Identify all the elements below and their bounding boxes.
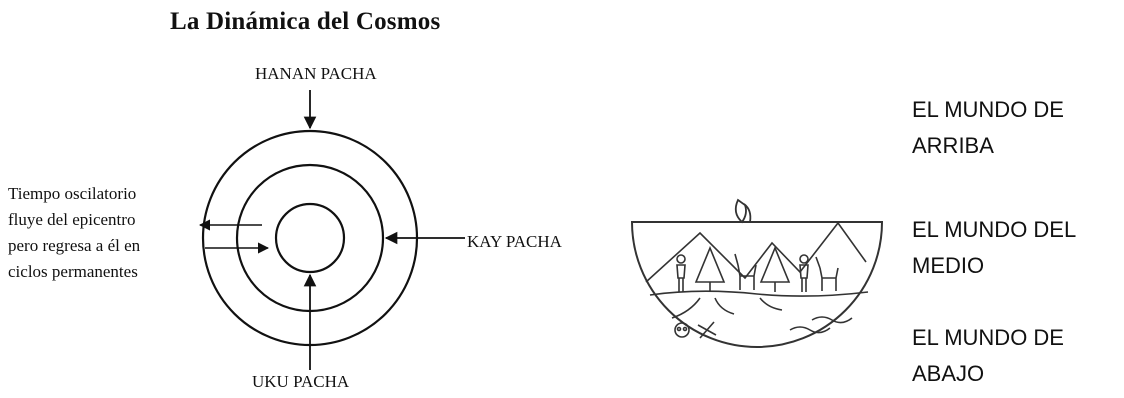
lower-world-line: ABAJO xyxy=(912,356,1064,392)
inner-circle xyxy=(276,204,344,272)
middle-world-line: MEDIO xyxy=(912,248,1076,284)
lower-world-line: EL MUNDO DE xyxy=(912,320,1064,356)
skull-icon xyxy=(675,323,689,337)
person-icon xyxy=(800,255,808,292)
llama-icon xyxy=(816,257,838,291)
andean-worlds-illustration xyxy=(632,200,882,347)
tree-icon xyxy=(696,248,724,292)
roots xyxy=(672,298,782,318)
lower-world-label: EL MUNDO DE ABAJO xyxy=(912,320,1064,392)
mountains-icon xyxy=(646,223,866,282)
condor-icon xyxy=(736,200,751,222)
half-circle-outline xyxy=(632,222,882,347)
middle-world-line: EL MUNDO DEL xyxy=(912,212,1076,248)
tree-icon xyxy=(761,248,789,292)
upper-world-line: EL MUNDO DE xyxy=(912,92,1064,128)
upper-world-label: EL MUNDO DE ARRIBA xyxy=(912,92,1064,164)
person-icon xyxy=(677,255,685,292)
middle-world-label: EL MUNDO DEL MEDIO xyxy=(912,212,1076,284)
upper-world-line: ARRIBA xyxy=(912,128,1064,164)
